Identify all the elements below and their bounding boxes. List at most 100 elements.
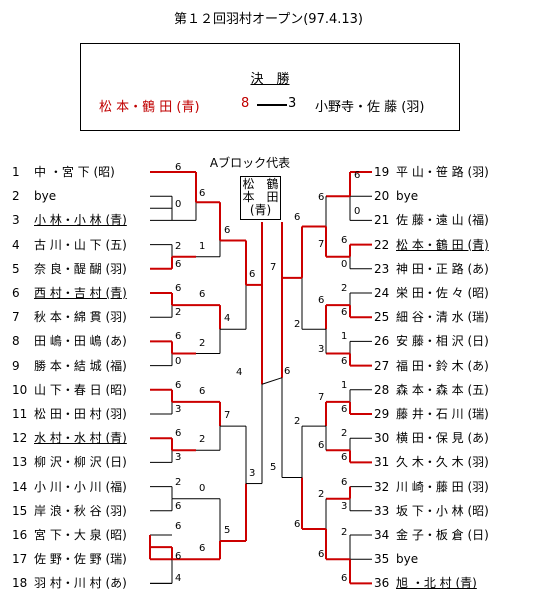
score-3: 2	[175, 240, 182, 252]
score-34: 0	[354, 206, 361, 218]
score-30: 6	[249, 268, 256, 280]
entry-number: 13	[12, 455, 28, 470]
score-40: 6	[341, 355, 348, 367]
score-28: 7	[224, 410, 231, 422]
score-36: 0	[341, 258, 348, 270]
score-9: 6	[175, 379, 182, 391]
score-45: 6	[341, 476, 348, 488]
block-title: Aブロック代表	[209, 156, 291, 170]
entry-name: bye	[396, 189, 419, 204]
entry-number: 7	[12, 310, 20, 325]
score-61: 7	[270, 261, 277, 273]
entry-number: 21	[374, 213, 390, 228]
entry-name: 横 田・保 見 (あ)	[396, 431, 489, 446]
score-20: 6	[199, 289, 206, 301]
entry-name: 羽 村・川 村 (あ)	[34, 576, 127, 591]
bracket-line-147	[261, 377, 283, 385]
entry-name: 柳 沢・柳 沢 (日)	[34, 455, 127, 470]
entry-name: 中 ・宮 下 (昭)	[34, 165, 115, 179]
score-18: 6	[199, 188, 206, 200]
entry-number: 29	[374, 407, 390, 421]
score-39: 1	[341, 331, 348, 343]
entry-name: 久 木・久 木 (羽)	[396, 455, 489, 470]
score-42: 6	[341, 404, 348, 415]
entry-number: 33	[374, 503, 390, 518]
entry-name: 水 村・水 村 (青)	[34, 431, 127, 446]
entry-name: 佐 藤・遠 山 (福)	[396, 213, 489, 228]
score-22: 6	[199, 385, 206, 397]
right-entry-21: 21 佐 藤・遠 山 (福)	[374, 213, 489, 227]
entry-name: 松 本・鶴 田 (青)	[396, 237, 489, 252]
entry-name: 安 藤・相 沢 (日)	[396, 334, 489, 349]
entry-name: 宮 下・大 泉 (昭)	[34, 528, 127, 542]
score-35: 6	[341, 234, 348, 246]
score-13: 2	[175, 476, 182, 488]
entry-number: 4	[12, 237, 20, 252]
rep-line-1: 松 鶴	[242, 177, 279, 191]
score-56: 6	[318, 549, 325, 561]
entry-name: 古 川・山 下 (五)	[34, 237, 127, 252]
entry-number: 18	[12, 576, 28, 591]
entry-name: 奈 良・醍 醐 (羽)	[34, 261, 127, 276]
entry-name: 藤 井・石 川 (瑞)	[396, 407, 489, 421]
left-entry-13: 13 柳 沢・柳 沢 (日)	[12, 455, 127, 469]
right-entry-28: 28 森 本・森 本 (五)	[374, 383, 489, 397]
score-8: 0	[175, 355, 182, 367]
entry-name: 平 山・笹 路 (羽)	[396, 165, 489, 179]
left-entry-18: 18 羽 村・川 村 (あ)	[12, 576, 127, 590]
entry-number: 10	[12, 382, 28, 397]
right-entry-33: 33 坂 下・小 林 (昭)	[374, 504, 489, 518]
right-entry-29: 29 藤 井・石 川 (瑞)	[374, 407, 489, 421]
entry-name: 金 子・板 倉 (日)	[396, 528, 489, 542]
score-52: 3	[318, 343, 325, 355]
entry-name: 小 林・小 林 (青)	[34, 213, 127, 228]
score-62: 5	[270, 461, 277, 473]
score-17: 4	[175, 573, 182, 585]
entry-number: 17	[12, 552, 28, 567]
left-entry-7: 7 秋 本・綿 貫 (羽)	[12, 310, 127, 324]
score-59: 2	[294, 416, 301, 428]
score-25: 6	[199, 543, 206, 555]
right-entry-19: 19 平 山・笹 路 (羽)	[374, 165, 489, 179]
score-26: 6	[224, 224, 231, 236]
final-winner-score: 8	[241, 96, 250, 111]
entry-name: 松 田・田 村 (羽)	[34, 407, 127, 421]
entry-name: 森 本・森 本 (五)	[396, 382, 489, 397]
score-15: 6	[175, 521, 182, 532]
entry-number: 28	[374, 382, 390, 397]
final-loser: 小野寺・佐 藤 (羽)	[315, 100, 425, 115]
entry-number: 19	[374, 165, 390, 179]
final-loser-score: 3	[288, 96, 297, 111]
score-57: 6	[294, 212, 301, 224]
entry-number: 23	[374, 261, 390, 276]
page-title: 第１２回羽村オープン(97.4.13)	[174, 12, 363, 27]
entry-name: 田 嶋・田 嶋 (あ)	[34, 334, 127, 349]
entry-number: 20	[374, 189, 390, 204]
score-24: 0	[199, 482, 206, 494]
score-7: 6	[175, 331, 182, 343]
entry-name: bye	[34, 189, 57, 204]
entry-name: 坂 下・小 林 (昭)	[396, 503, 489, 518]
entry-number: 36	[374, 576, 390, 591]
entry-number: 1	[12, 165, 20, 179]
entry-name: bye	[396, 552, 419, 567]
entry-name: 秋 本・綿 貫 (羽)	[34, 310, 127, 325]
entry-number: 15	[12, 503, 28, 518]
score-54: 6	[318, 440, 325, 452]
score-58: 2	[294, 319, 301, 331]
score-1: 0	[175, 199, 182, 211]
final-heading: 決 勝	[250, 72, 290, 87]
score-44: 6	[341, 452, 348, 464]
score-23: 2	[199, 434, 206, 446]
score-10: 3	[175, 404, 182, 415]
